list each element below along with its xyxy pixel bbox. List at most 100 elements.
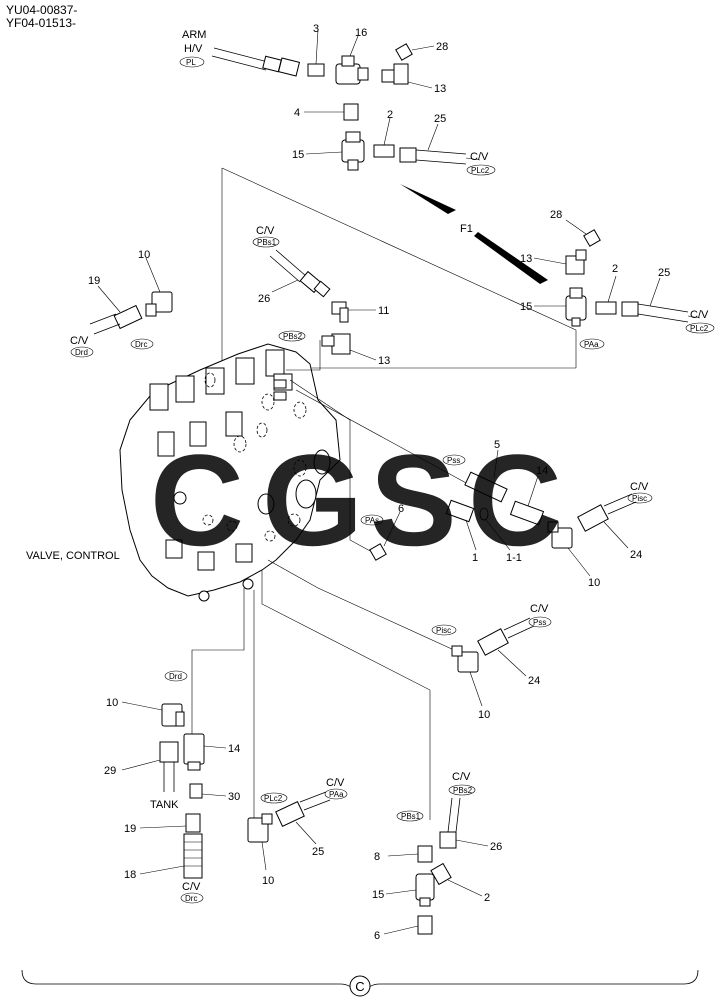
- num-28-top: 28: [436, 41, 448, 53]
- num-10-lower: 10: [478, 709, 490, 721]
- port-plc2-f1: PLc2: [690, 324, 709, 333]
- num-15-f1: 15: [520, 301, 532, 313]
- num-13-f1: 13: [520, 253, 532, 265]
- port-plc2-top-oval: [466, 164, 496, 176]
- port-drd-bottom-oval: [164, 670, 188, 682]
- port-drc-bottom-oval: [180, 892, 204, 904]
- num-2-f1: 2: [612, 263, 618, 275]
- num-13-mid: 13: [378, 355, 390, 367]
- part-2-adapter-top: [373, 144, 395, 158]
- port-pbs1: PBs1: [257, 238, 277, 247]
- port-pbs2: PBs2: [283, 332, 303, 341]
- num-10-bottom-left: 10: [106, 697, 118, 709]
- part-25-hose-bottom: [275, 791, 331, 827]
- num-26-bottom: 26: [490, 841, 502, 853]
- part-10-elbow-mid: [547, 521, 573, 549]
- num-14-mid: 14: [536, 465, 548, 477]
- port-paa-f1: PAa: [584, 340, 599, 349]
- part-14-adapter: [509, 500, 545, 526]
- num-25-f1: 25: [658, 267, 670, 279]
- part-6-plug-bottom: [417, 915, 433, 935]
- num-15-bottom: 15: [372, 889, 384, 901]
- num-10-left: 10: [138, 249, 150, 261]
- watermark-letter-3: S: [370, 427, 457, 573]
- num-26-mid: 26: [258, 293, 270, 305]
- port-pbs1-bottom-oval: [396, 810, 424, 822]
- port-pss-lower: Pss: [533, 618, 546, 627]
- num-1-1: 1-1: [506, 552, 522, 564]
- part-2-adapter-bottom: [430, 862, 452, 886]
- leader-pss: [295, 389, 469, 485]
- port-plc2-bottom-oval: [260, 792, 288, 804]
- hv-label: H/V: [184, 43, 203, 55]
- part-15-tee-bottom: [415, 873, 435, 907]
- part-28-plug-f1: [583, 229, 601, 247]
- part-4-nut: [343, 103, 359, 121]
- port-pbs1-bottom: PBs1: [401, 812, 421, 821]
- port-drd-left: Drd: [75, 348, 88, 357]
- port-pisc-mid: Pisc: [632, 494, 647, 503]
- part-14-fitting-bottom: [183, 733, 205, 771]
- num-19-bottom: 19: [124, 823, 136, 835]
- num-3: 3: [313, 23, 319, 35]
- part-25-hose-top: [399, 147, 481, 165]
- num-28-f1: 28: [550, 209, 562, 221]
- cv-pisc-mid: C/V: [630, 481, 649, 493]
- part-30-plug: [189, 783, 203, 799]
- port-pas-oval: [360, 514, 384, 526]
- watermark-letter-1: C: [150, 427, 244, 573]
- num-24-lower: 24: [528, 675, 540, 687]
- cv-drc-bottom: C/V: [182, 881, 201, 893]
- num-25-bottom: 25: [312, 846, 324, 858]
- port-pl-oval: [179, 56, 205, 68]
- port-paa-bottom-oval: [324, 788, 348, 800]
- port-plc2-bottom: PLc2: [264, 794, 283, 803]
- part-16-tee: [335, 55, 369, 85]
- part-10-elbow-left: [145, 291, 173, 317]
- part-10-elbow-bottom-mid: [247, 813, 273, 843]
- valve-control-label: VALVE, CONTROL: [26, 550, 120, 562]
- doc-code-2: YF04-01513-: [6, 16, 77, 30]
- num-29: 29: [104, 765, 116, 777]
- port-paa-f1-oval: [579, 338, 605, 350]
- num-2-bottom: 2: [484, 892, 490, 904]
- part-25-hose-f1: [621, 301, 701, 323]
- arm-label: ARM: [182, 29, 206, 41]
- part-11-elbow: [331, 301, 349, 323]
- part-15-tee-f1: [565, 287, 587, 327]
- num-5: 5: [494, 439, 500, 451]
- cv-paa-bottom: C/V: [326, 777, 345, 789]
- num-6-mid: 6: [398, 503, 404, 515]
- port-pss-mid: Pss: [447, 456, 460, 465]
- part-8-nut: [417, 845, 433, 863]
- part-13-elbow-top: [381, 63, 409, 85]
- part-13-elbow-f1: [565, 249, 587, 275]
- num-10-mid: 10: [588, 577, 600, 589]
- port-pbs1-oval: [252, 236, 280, 248]
- port-pisc-lower: Pisc: [436, 626, 451, 635]
- part-26-hose-mid: [269, 249, 331, 298]
- f1-label: F1: [460, 223, 473, 235]
- part-19-fitting-bottom: [185, 813, 201, 833]
- part-1-adapter: [445, 499, 475, 523]
- port-pbs2-bottom-oval: [448, 784, 476, 796]
- part-26-hose-bottom: [439, 797, 461, 849]
- control-valve-body: [119, 343, 341, 602]
- port-pl: PL: [186, 58, 196, 67]
- part-29-fitting: [159, 741, 179, 792]
- port-plc2-top: PLc2: [471, 166, 490, 175]
- num-24-mid: 24: [630, 549, 642, 561]
- part-18-hose: [183, 833, 203, 879]
- num-19-left: 19: [88, 275, 100, 287]
- part-3-adapter: [307, 63, 325, 77]
- cv-top: C/V: [470, 151, 489, 163]
- num-11: 11: [378, 305, 389, 317]
- part-5-pipe: [464, 471, 508, 503]
- part-24-hose-lower: [477, 617, 535, 656]
- arm-hv-hose: [211, 47, 301, 77]
- leader-pisc: [267, 559, 455, 651]
- part-10-elbow-bottom-left: [161, 703, 185, 727]
- section-mark: C: [355, 979, 364, 994]
- num-25-top: 25: [434, 113, 446, 125]
